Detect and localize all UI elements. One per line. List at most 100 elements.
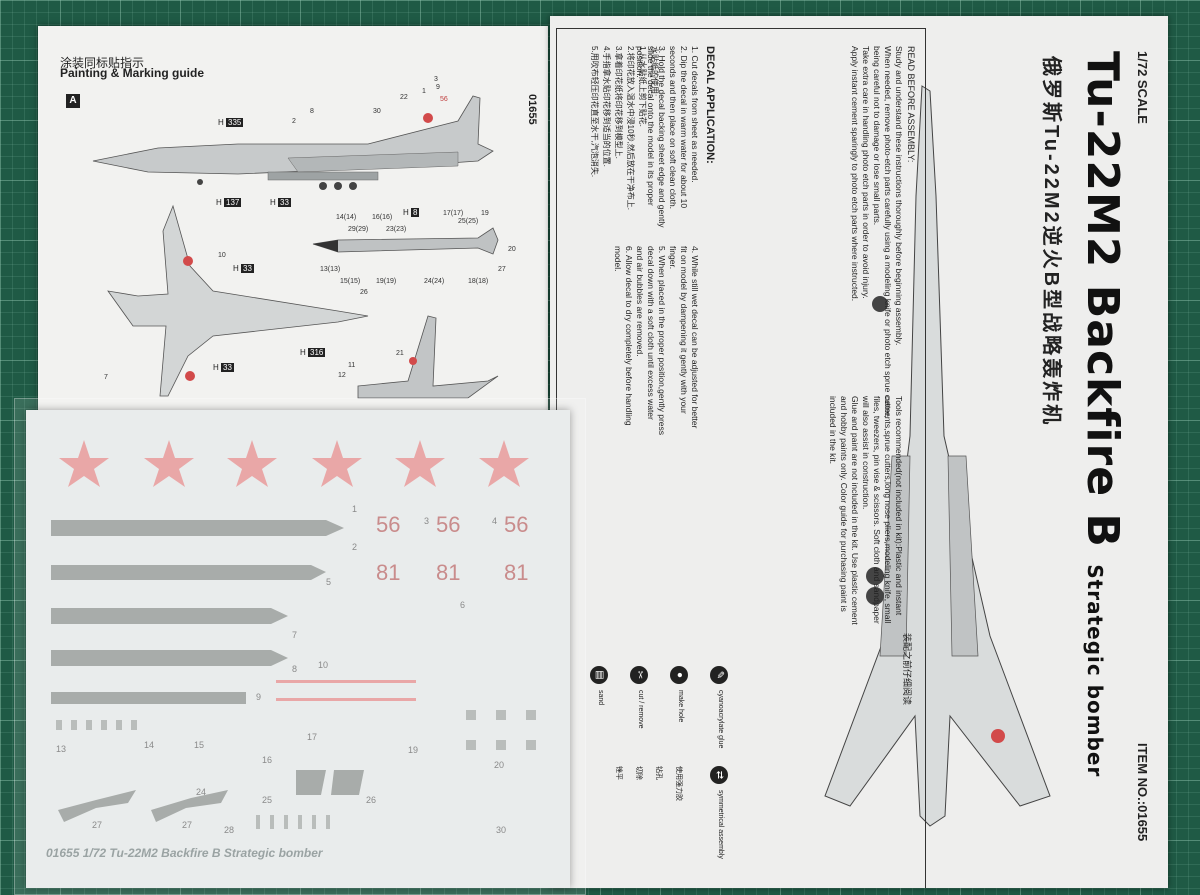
callout-label: 11 (348, 362, 356, 369)
callout-label: 8 (310, 108, 314, 115)
code-56-decal: 56 (436, 512, 460, 537)
grey-stripe-decal (51, 520, 344, 536)
symmetric-icon: ⇄ (710, 766, 728, 784)
drill-icon: ● (670, 666, 688, 684)
small-grey-decal (86, 720, 92, 730)
decal-part-number: 5 (326, 577, 331, 587)
icon-label-cn: 钻孔 (655, 766, 662, 780)
callout-label: 21 (396, 350, 404, 357)
read-before-heading: READ BEFORE ASSEMBLY: (906, 46, 916, 163)
callout-label: 23(23) (386, 226, 407, 233)
instruction-sheet: 1/72 SCALE ITEM NO.:01655 Tu-22M2 Backfi… (550, 16, 1168, 888)
grey-decal-block (296, 770, 326, 795)
callout-label: 18(18) (468, 278, 489, 285)
callout-label: 17(17) (443, 210, 464, 217)
step-cn: 4.手指拿水贴印花移到适当的位置. (602, 46, 611, 167)
step-cn: 水贴纸的使用: (650, 46, 659, 97)
kit-title-cn: 俄罗斯Tu-22M2逆火B型战略轰炸机 (1040, 56, 1062, 428)
small-grey-decal (496, 740, 506, 750)
callout-label: 12 (338, 372, 346, 379)
decal-artwork: 56 56 56 81 81 81 1 2 3 4 5 6 7 8 9 10 1… (51, 440, 536, 835)
grey-stripe-decal (51, 608, 288, 624)
callout-label: 20 (508, 246, 516, 253)
grey-chevron-decal (58, 790, 136, 822)
small-grey-decal (326, 815, 330, 829)
decal-part-number: 17 (307, 732, 317, 742)
code-81-decal: 81 (436, 560, 460, 585)
top-view-aircraft (107, 204, 369, 397)
small-grey-decal (270, 815, 274, 829)
grey-stripe-decal (51, 692, 246, 704)
code-81-decal: 81 (376, 560, 400, 585)
decal-part-number: 24 (196, 787, 206, 797)
decal-part-number: 8 (292, 664, 297, 674)
icon-label: sand (597, 690, 604, 706)
icon-label: symmetrical assembly (717, 790, 724, 859)
small-grey-decal (116, 720, 122, 730)
tools-point: Tools recommended(not included in kit):P… (861, 396, 904, 624)
step-cn: 3.拿着印花纸将印花移到模型上. (614, 46, 623, 159)
code-81-decal: 81 (504, 560, 528, 585)
decal-application-heading: DECAL APPLICATION: (704, 46, 716, 164)
scale-label: 1/72 SCALE (1135, 51, 1150, 124)
red-star-decal (227, 440, 277, 487)
decal-part-number: 3 (424, 516, 429, 526)
decal-part-number: 20 (494, 760, 504, 770)
callout-label: 19(19) (376, 278, 397, 285)
decal-part-number: 26 (366, 795, 376, 805)
small-grey-decal (526, 710, 536, 720)
decal-part-number: 14 (144, 740, 154, 750)
decal-part-number: 25 (262, 795, 272, 805)
callout-label: 29(29) (348, 226, 369, 233)
read-point: Take extra care in handling photo etch p… (861, 46, 871, 299)
guide-title-en: Painting & Marking guide (60, 66, 205, 80)
h-box-label: H 33 (233, 264, 254, 273)
icon-label: make hole (677, 690, 684, 723)
decal-step: 1. Cut decals from sheet as needed. (690, 46, 700, 183)
small-grey-decal (131, 720, 137, 730)
red-star-decal (312, 440, 362, 487)
read-point: When needed, remove photo-etch parts car… (872, 46, 893, 418)
decal-step: 2. Dip the decal in warm water for about… (668, 46, 689, 210)
read-before-list: Study and understand these instructions … (849, 46, 904, 436)
small-grey-decal (101, 720, 107, 730)
small-grey-decal (466, 740, 476, 750)
small-grey-decal (526, 740, 536, 750)
aircraft-top-view-illustration (824, 85, 1051, 827)
grey-stripe-decal (51, 565, 326, 580)
h-box-label: H 33 (213, 363, 234, 372)
icon-label: cut / remove (637, 690, 644, 729)
red-line-decal (276, 680, 416, 683)
icon-label: cyanoacrylate glue (717, 690, 724, 749)
icon-label-cn: 锉平 (615, 766, 622, 780)
decal-part-number: 7 (292, 630, 297, 640)
callout-label: 30 (373, 108, 381, 115)
decal-part-number: 13 (56, 744, 66, 754)
symbol-legend: ✎ cyanoacrylate glue ● make hole ✂ cut /… (568, 646, 748, 876)
tools-point: Glue and paint are not included in the k… (828, 396, 860, 625)
callout-label: 24(24) (424, 278, 445, 285)
small-grey-decal (312, 815, 316, 829)
frame-left-line (556, 28, 926, 29)
callout-label: 1 (422, 88, 426, 95)
h-box-label: H 8 (403, 208, 420, 217)
small-grey-decal (298, 815, 302, 829)
grey-stripe-decals (51, 520, 364, 822)
glue-icon: ✎ (710, 666, 728, 684)
red-star-decals (59, 440, 529, 487)
red-star-decal (59, 440, 109, 487)
grey-stripe-decal (51, 650, 288, 666)
section-label: A (66, 94, 80, 108)
h-box-label: H 335 (218, 118, 244, 127)
small-grey-decal (284, 815, 288, 829)
step-cn: 5.用吹布轻压印花直至水干,汽泡消失. (590, 46, 599, 178)
tools-list: Tools recommended(not included in kit):P… (827, 396, 904, 626)
code-56-decal: 56 (504, 512, 528, 537)
read-before-cn: 装配之前仔细阅读 (902, 633, 912, 706)
callout-label: 26 (360, 289, 368, 296)
icon-label-cn: 使用强力胶 (675, 766, 682, 801)
tail-number-label: 56 (440, 96, 448, 103)
side-view-aircraft (92, 95, 494, 190)
decal-sheet-footer: 01655 1/72 Tu-22M2 Backfire B Strategic … (46, 846, 323, 860)
guide-title-cn: 涂装同标贴指示 (60, 56, 145, 70)
